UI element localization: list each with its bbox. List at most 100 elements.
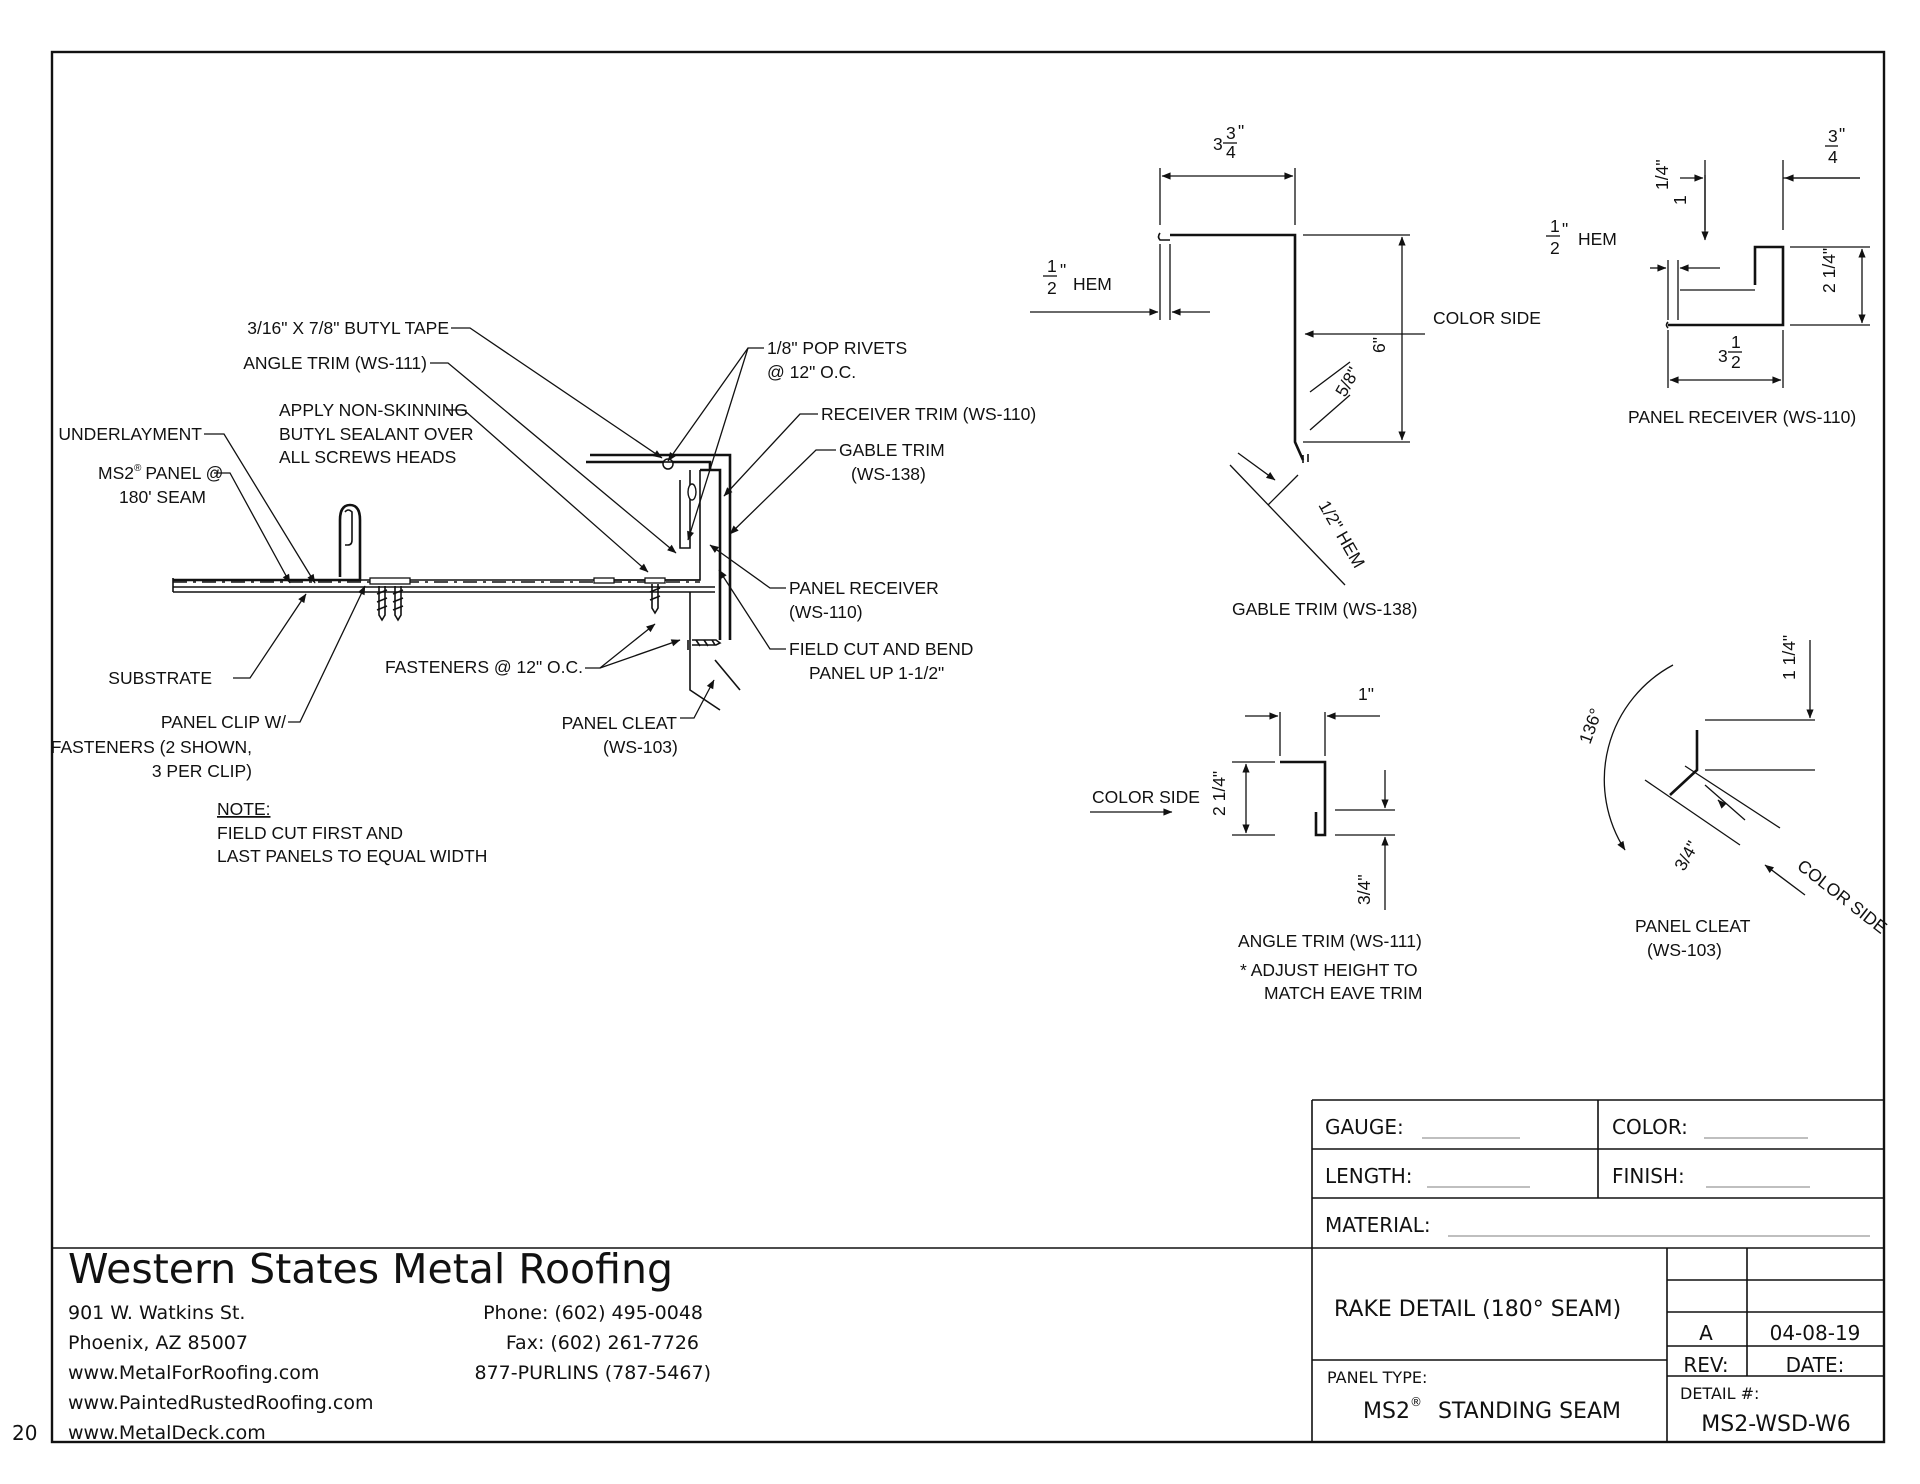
label-panel-cleat: (WS-103) [603,737,678,757]
svg-text:3/4": 3/4" [1670,838,1703,874]
svg-text:4: 4 [1828,147,1838,167]
svg-text:3: 3 [1828,126,1838,146]
label-underlayment: UNDERLAYMENT [58,424,202,444]
label-panel-clip: PANEL CLIP W/ [161,712,286,732]
label-panel-receiver: (WS-110) [789,602,863,622]
svg-text:": " [1839,124,1845,144]
svg-text:1": 1" [1358,684,1374,704]
panel-cleat-title: (WS-103) [1647,940,1722,960]
svg-text:": " [1562,219,1568,239]
label-angle-trim: ANGLE TRIM (WS-111) [243,353,427,373]
svg-text:COLOR SIDE: COLOR SIDE [1433,308,1541,328]
label-ms2-panel-seam: 180' SEAM [119,487,206,507]
label-pop-rivets: @ 12" O.C. [767,362,856,382]
label-panel-clip: 3 PER CLIP) [152,761,252,781]
note-text: LAST PANELS TO EQUAL WIDTH [217,846,487,866]
detail-number-label: DETAIL #: [1680,1384,1759,1403]
detail-number-value: MS2-WSD-W6 [1701,1412,1850,1437]
label-gable-trim: GABLE TRIM [839,440,945,460]
label-apply-sealant: ALL SCREWS HEADS [279,447,456,467]
svg-text:136°: 136° [1575,706,1606,747]
svg-text:HEM: HEM [1073,274,1112,294]
main-detail-labels: 3/16" X 7/8" BUTYL TAPE ANGLE TRIM (WS-1… [51,318,1037,866]
color-label: COLOR: [1612,1115,1688,1139]
material-label: MATERIAL: [1325,1213,1431,1237]
svg-text:3: 3 [1718,346,1728,366]
rev-value: A [1699,1321,1713,1345]
svg-text:3/4": 3/4" [1354,874,1374,905]
screw-icon [644,577,666,615]
company-website: www.MetalDeck.com [68,1422,266,1444]
svg-text:1/4": 1/4" [1652,159,1672,190]
date-value: 04-08-19 [1770,1321,1861,1345]
label-apply-sealant: APPLY NON-SKINNING [279,400,468,420]
svg-text:2: 2 [1731,352,1741,372]
svg-text:1: 1 [1550,216,1560,236]
note-title: NOTE: [217,799,270,819]
panel-type-value: MS2®STANDING SEAM [1363,1395,1621,1424]
note-text: FIELD CUT FIRST AND [217,823,403,843]
company-phone: Phone: (602) 495-0048 [483,1302,703,1324]
angle-trim-detail: 1" 2 1/4" COLOR SIDE 3/4" ANGLE TRIM (WS… [1090,684,1422,1003]
svg-text:2: 2 [1047,278,1057,298]
rake-section-drawing [172,453,741,711]
svg-text:3: 3 [1226,123,1236,143]
company-address: Phoenix, AZ 85007 [68,1332,248,1354]
svg-text:1/2" HEM: 1/2" HEM [1315,497,1369,571]
svg-text:1: 1 [1670,195,1690,205]
leader-lines [204,327,836,723]
gauge-label: GAUGE: [1325,1115,1404,1139]
label-panel-receiver: PANEL RECEIVER [789,578,939,598]
angle-trim-note: MATCH EAVE TRIM [1264,983,1422,1003]
sheet-border [50,50,1886,1444]
panel-type-label: PANEL TYPE: [1327,1368,1427,1387]
gable-trim-title: GABLE TRIM (WS-138) [1232,599,1417,619]
company-website: www.PaintedRustedRoofing.com [68,1392,373,1414]
finish-label: FINISH: [1612,1164,1685,1188]
label-panel-clip: FASTENERS (2 SHOWN, [51,737,252,757]
svg-text:3: 3 [1213,134,1223,154]
date-label: DATE: [1786,1353,1845,1377]
svg-text:1: 1 [1047,256,1057,276]
gable-trim-detail: 3 3 4 " 1 2 " HEM 6" COLOR SIDE 5/8" 1/2… [1030,121,1541,619]
company-fax: Fax: (602) 261-7726 [506,1332,699,1354]
svg-text:1 1/4": 1 1/4" [1779,635,1799,680]
svg-text:": " [1060,260,1066,280]
page-number: 20 [12,1421,37,1445]
drawing-title: RAKE DETAIL (180° SEAM) [1334,1297,1621,1322]
svg-text:4: 4 [1226,142,1236,162]
label-ms2-panel: MS2®PANEL @ [98,463,223,483]
label-fasteners: FASTENERS @ 12" O.C. [385,657,583,677]
svg-text:2: 2 [1550,238,1560,258]
company-tollfree: 877-PURLINS (787-5467) [475,1362,712,1384]
svg-text:5/8": 5/8" [1331,364,1364,400]
screw-icon [369,577,411,622]
company-block: Western States Metal Roofing 901 W. Watk… [68,1245,711,1444]
svg-text:COLOR SIDE: COLOR SIDE [1092,787,1200,807]
svg-text:HEM: HEM [1578,229,1617,249]
svg-text:2 1/4": 2 1/4" [1819,248,1839,293]
screw-icon [687,639,722,650]
svg-text:COLOR SIDE: COLOR SIDE [1794,855,1891,937]
length-label: LENGTH: [1325,1164,1413,1188]
angle-trim-note: * ADJUST HEIGHT TO [1240,960,1418,980]
panel-cleat-detail: 1 1/4" 136° 3/4" COLOR SIDE PANEL CLEAT … [1575,635,1891,960]
svg-text:6": 6" [1369,337,1389,353]
svg-text:2 1/4": 2 1/4" [1209,771,1229,816]
title-block: GAUGE: COLOR: LENGTH: FINISH: MATERIAL: … [52,1099,1884,1442]
company-website: www.MetalForRoofing.com [68,1362,319,1384]
label-receiver-trim: RECEIVER TRIM (WS-110) [821,404,1036,424]
svg-text:": " [1238,121,1244,141]
label-panel-cleat: PANEL CLEAT [562,713,678,733]
rev-label: REV: [1683,1353,1728,1377]
panel-receiver-title: PANEL RECEIVER (WS-110) [1628,407,1856,427]
label-field-cut: PANEL UP 1-1/2" [809,663,944,683]
panel-receiver-detail: 1 1/4" 3 4 " 1 2 " HEM 2 1/4" 3 1 2 PANE… [1546,124,1870,427]
label-field-cut: FIELD CUT AND BEND [789,639,973,659]
svg-text:1: 1 [1731,332,1741,352]
label-apply-sealant: BUTYL SEALANT OVER [279,424,474,444]
company-address: 901 W. Watkins St. [68,1302,245,1324]
company-name: Western States Metal Roofing [68,1245,673,1293]
label-pop-rivets: 1/8" POP RIVETS [767,338,907,358]
